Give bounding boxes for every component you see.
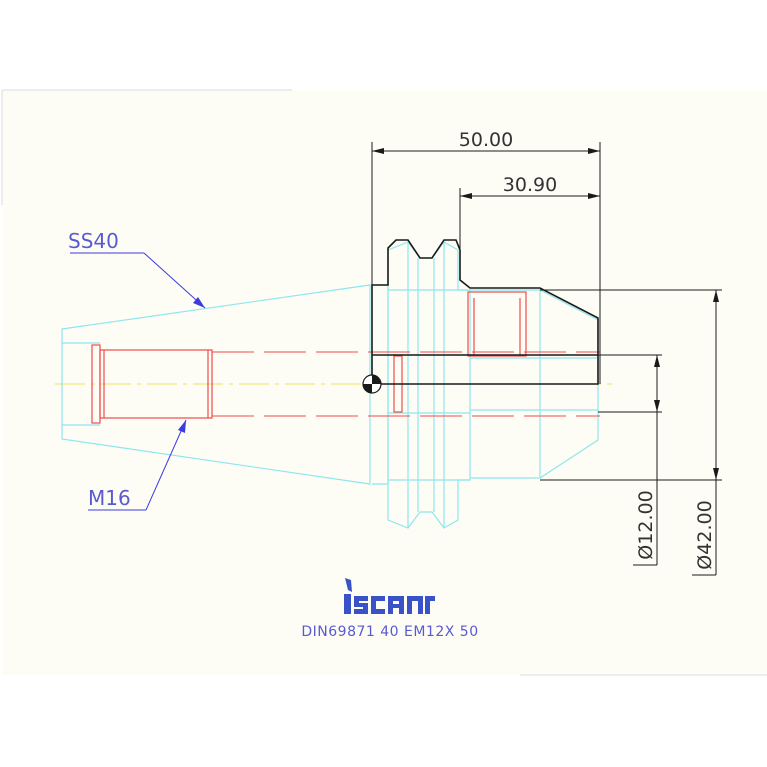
iscar-logo: iscar (344, 578, 435, 614)
datum-symbol-fill (363, 375, 381, 393)
dimension-diameter-bore: Ø12.00 (635, 490, 657, 559)
callout-taper: SS40 (68, 229, 206, 309)
callout-thread: M16 (88, 419, 187, 511)
drawing-background (2, 90, 767, 675)
dimension-lines (371, 142, 722, 576)
hidden-center-bore (212, 351, 600, 417)
callout-thread-label: M16 (88, 486, 131, 510)
dimension-length-partial: 30.90 (503, 174, 557, 196)
dimension-arrows (372, 148, 719, 480)
designation-label: DIN69871 40 EM12X 50 (301, 624, 478, 640)
section-outline (371, 239, 599, 385)
callout-taper-label: SS40 (68, 229, 119, 253)
dimension-length-overall: 50.00 (459, 129, 513, 151)
hidden-thread-m16 (91, 344, 213, 424)
dimension-diameter-body: Ø42.00 (694, 500, 716, 569)
